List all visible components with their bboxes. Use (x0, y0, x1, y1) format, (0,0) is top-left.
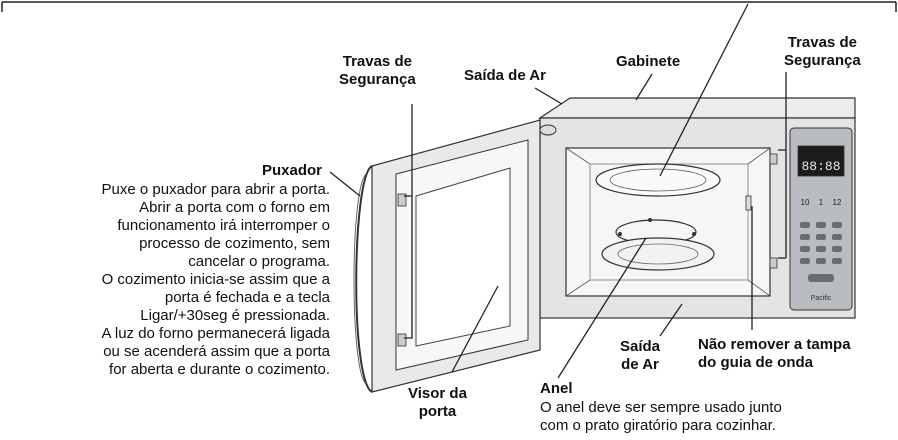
panel-display-bg (797, 145, 845, 177)
door-handle (355, 165, 373, 393)
panel-brand: Pacific (811, 295, 832, 302)
door-hinge (539, 124, 557, 136)
base-ring (601, 237, 715, 271)
panel-display-digits: 88:88 (801, 159, 840, 174)
latch-door-top (397, 193, 407, 207)
waveguide-cover (745, 195, 752, 211)
label-anel-title: Anel (540, 380, 573, 397)
latch-right-top (769, 153, 778, 165)
label-travas-left: Travas de Segurança (339, 53, 416, 88)
label-puxador-desc: Puxe o puxador para abrir a porta. Abrir… (101, 181, 330, 378)
leader-lines (329, 3, 787, 379)
label-saida-ar-bottom: Saída de Ar (620, 338, 661, 373)
label-nao-remover: Não remover a tampa do guia de onda (698, 336, 851, 371)
cabinet-top (538, 97, 856, 119)
label-visor: Visor da porta (408, 385, 467, 420)
panel-key-label: 10 (801, 198, 810, 207)
panel-key-label: 12 (833, 198, 842, 207)
label-gabinete: Gabinete (616, 53, 681, 70)
label-anel-desc: O anel deve ser sempre usado junto com o… (540, 399, 782, 434)
panel-keys (800, 222, 842, 282)
panel-key-label: 1 (819, 198, 824, 207)
door-window (415, 167, 511, 347)
label-saida-ar-top: Saída de Ar (464, 67, 546, 84)
label-travas-right: Travas de Segurança (784, 34, 861, 69)
label-puxador-title: Puxador (262, 162, 323, 179)
latch-door-bottom (397, 333, 407, 347)
latch-right-bottom (769, 257, 778, 269)
